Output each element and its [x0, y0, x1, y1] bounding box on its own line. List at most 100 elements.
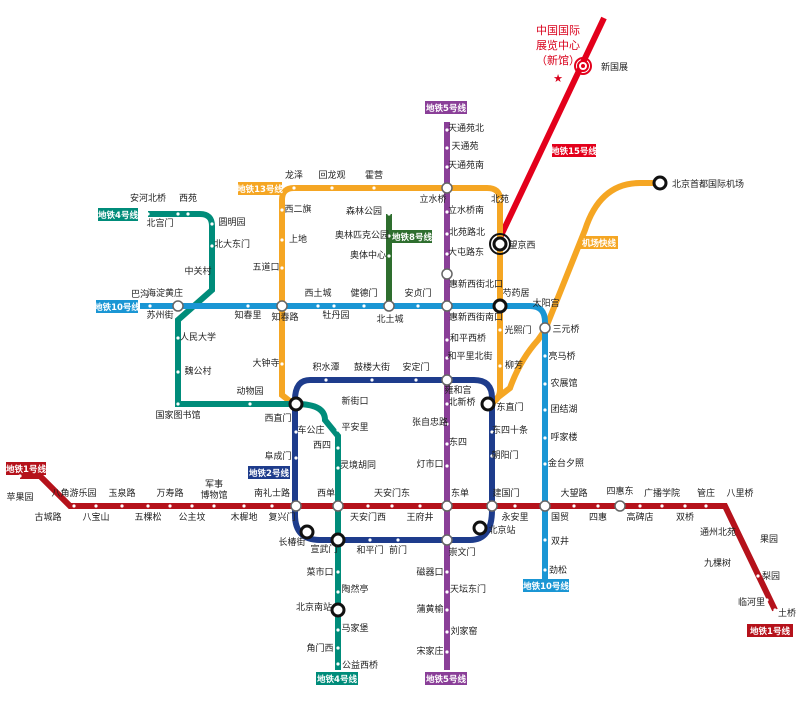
- station-marker[interactable]: [543, 462, 547, 466]
- major-station-marker[interactable]: [492, 236, 508, 252]
- station-marker[interactable]: [513, 504, 517, 508]
- station-marker[interactable]: [543, 436, 547, 440]
- station-marker[interactable]: [46, 504, 50, 508]
- station-marker[interactable]: [270, 504, 274, 508]
- station-marker[interactable]: [330, 186, 334, 190]
- interchange-station-marker[interactable]: [441, 534, 453, 546]
- station-marker[interactable]: [362, 304, 366, 308]
- station-marker[interactable]: [498, 364, 502, 368]
- station-marker[interactable]: [280, 208, 284, 212]
- interchange-station-marker[interactable]: [539, 322, 551, 334]
- station-marker[interactable]: [572, 504, 576, 508]
- station-marker[interactable]: [445, 464, 449, 468]
- station-marker[interactable]: [146, 504, 150, 508]
- station-marker[interactable]: [490, 430, 494, 434]
- station-marker[interactable]: [210, 222, 214, 226]
- station-marker[interactable]: [396, 538, 400, 542]
- interchange-station-marker[interactable]: [276, 300, 288, 312]
- station-marker[interactable]: [445, 442, 449, 446]
- station-marker[interactable]: [280, 266, 284, 270]
- station-marker[interactable]: [372, 186, 376, 190]
- station-marker[interactable]: [210, 244, 214, 248]
- station-marker[interactable]: [316, 304, 320, 308]
- major-station-marker[interactable]: [330, 532, 346, 548]
- station-marker[interactable]: [332, 304, 336, 308]
- major-station-marker[interactable]: [330, 602, 346, 618]
- interchange-station-marker[interactable]: [614, 500, 626, 512]
- station-marker[interactable]: [94, 504, 98, 508]
- station-marker[interactable]: [704, 504, 708, 508]
- station-marker[interactable]: [445, 338, 449, 342]
- station-marker[interactable]: [280, 362, 284, 366]
- interchange-station-marker[interactable]: [441, 182, 453, 194]
- station-marker[interactable]: [490, 454, 494, 458]
- station-marker[interactable]: [148, 304, 152, 308]
- station-marker[interactable]: [387, 212, 391, 216]
- station-marker[interactable]: [445, 402, 449, 406]
- station-marker[interactable]: [445, 232, 449, 236]
- station-marker[interactable]: [543, 568, 547, 572]
- station-marker[interactable]: [176, 402, 180, 406]
- station-marker[interactable]: [740, 561, 744, 565]
- major-station-marker[interactable]: [288, 396, 304, 412]
- station-marker[interactable]: [445, 650, 449, 654]
- station-marker[interactable]: [336, 428, 340, 432]
- station-marker[interactable]: [370, 378, 374, 382]
- station-marker[interactable]: [445, 356, 449, 360]
- station-marker[interactable]: [445, 570, 449, 574]
- station-marker[interactable]: [368, 538, 372, 542]
- station-marker[interactable]: [773, 608, 777, 612]
- station-marker[interactable]: [324, 378, 328, 382]
- station-marker[interactable]: [387, 254, 391, 258]
- station-marker[interactable]: [294, 456, 298, 460]
- station-marker[interactable]: [336, 446, 340, 450]
- station-marker[interactable]: [543, 408, 547, 412]
- station-marker[interactable]: [740, 504, 744, 508]
- station-marker[interactable]: [660, 504, 664, 508]
- station-marker[interactable]: [498, 198, 502, 202]
- station-marker[interactable]: [294, 430, 298, 434]
- interchange-station-marker[interactable]: [172, 300, 184, 312]
- major-station-marker[interactable]: [480, 396, 496, 412]
- station-marker[interactable]: [445, 252, 449, 256]
- station-marker[interactable]: [445, 590, 449, 594]
- interchange-station-marker[interactable]: [441, 374, 453, 386]
- station-marker[interactable]: [146, 212, 150, 216]
- station-marker[interactable]: [596, 504, 600, 508]
- xinguozhan-station[interactable]: [574, 57, 592, 75]
- station-marker[interactable]: [543, 382, 547, 386]
- station-marker[interactable]: [445, 608, 449, 612]
- station-marker[interactable]: [543, 538, 547, 542]
- station-marker[interactable]: [248, 402, 252, 406]
- interchange-station-marker[interactable]: [539, 500, 551, 512]
- station-marker[interactable]: [765, 598, 769, 602]
- station-marker[interactable]: [336, 590, 340, 594]
- station-marker[interactable]: [746, 538, 750, 542]
- station-marker[interactable]: [756, 574, 760, 578]
- station-marker[interactable]: [336, 646, 340, 650]
- station-marker[interactable]: [212, 504, 216, 508]
- station-marker[interactable]: [176, 212, 180, 216]
- station-marker[interactable]: [242, 504, 246, 508]
- station-marker[interactable]: [176, 336, 180, 340]
- station-marker[interactable]: [168, 504, 172, 508]
- station-marker[interactable]: [445, 165, 449, 169]
- station-marker[interactable]: [366, 504, 370, 508]
- major-station-marker[interactable]: [299, 524, 315, 540]
- station-marker[interactable]: [292, 186, 296, 190]
- station-marker[interactable]: [18, 474, 22, 478]
- station-marker[interactable]: [246, 304, 250, 308]
- station-marker[interactable]: [416, 304, 420, 308]
- station-marker[interactable]: [120, 504, 124, 508]
- station-marker[interactable]: [445, 630, 449, 634]
- major-station-marker[interactable]: [472, 520, 488, 536]
- station-marker[interactable]: [336, 628, 340, 632]
- station-marker[interactable]: [498, 328, 502, 332]
- station-marker[interactable]: [72, 504, 76, 508]
- station-marker[interactable]: [280, 238, 284, 242]
- station-marker[interactable]: [387, 234, 391, 238]
- station-marker[interactable]: [176, 370, 180, 374]
- station-marker[interactable]: [543, 354, 547, 358]
- interchange-station-marker[interactable]: [441, 500, 453, 512]
- station-marker[interactable]: [445, 210, 449, 214]
